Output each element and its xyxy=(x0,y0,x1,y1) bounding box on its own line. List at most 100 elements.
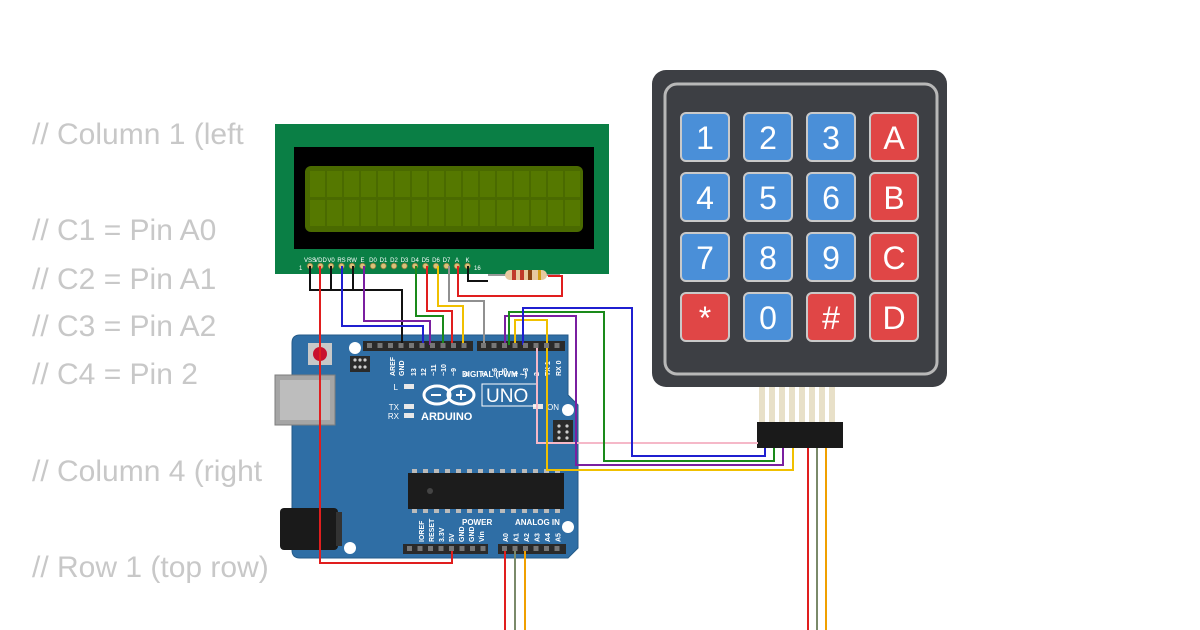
resistor[interactable] xyxy=(488,270,560,280)
power-pin-label: 3.3V xyxy=(439,527,446,542)
lcd-pin-label: D5 xyxy=(422,258,430,264)
digital-pin-label: TX 1 xyxy=(545,361,552,376)
power-pin-label: IOREF xyxy=(419,520,426,542)
keypad-key-A[interactable]: A xyxy=(869,112,919,162)
lcd-pin-label: A xyxy=(455,258,459,264)
digital-pin-label: 13 xyxy=(411,368,418,376)
power-pin-label: Vin xyxy=(479,531,486,542)
wire-d4-5 xyxy=(415,266,444,345)
lcd-char-cell xyxy=(310,171,325,197)
keypad-key-1[interactable]: 1 xyxy=(680,112,730,162)
keypad-key-0[interactable]: 0 xyxy=(743,292,793,342)
wire-gnd-lcd xyxy=(309,266,403,345)
lcd-pin[interactable] xyxy=(380,262,387,270)
led-l-label: L xyxy=(394,383,399,392)
code-comment-line: // C1 = Pin A0 xyxy=(32,214,217,247)
lcd-char-cell xyxy=(548,200,563,226)
digital-pin-label: 12 xyxy=(421,368,428,376)
mount-hole xyxy=(562,521,574,533)
digital-pin-label: ~5 xyxy=(502,368,509,376)
keypad-key-B[interactable]: B xyxy=(869,172,919,222)
lcd-char-cell xyxy=(378,171,393,197)
lcd-pin[interactable] xyxy=(390,262,398,270)
keypad-key-*[interactable]: * xyxy=(680,292,730,342)
led-tx-label: TX xyxy=(389,403,400,412)
lcd-pin-label: RW xyxy=(347,258,357,264)
keypad-key-9[interactable]: 9 xyxy=(806,232,856,282)
lcd-char-cell xyxy=(412,200,427,226)
keypad-key-6[interactable]: 6 xyxy=(806,172,856,222)
lcd-pin-label: D2 xyxy=(390,258,398,264)
svg-text:1: 1 xyxy=(696,120,714,156)
atmega-chip xyxy=(408,469,564,513)
keypad-key-#[interactable]: # xyxy=(806,292,856,342)
lcd-char-cell xyxy=(480,171,495,197)
lcd-char-cell xyxy=(497,200,512,226)
digital-pin-label: ~3 xyxy=(523,368,530,376)
digital-pin-label: GND xyxy=(399,360,406,376)
svg-text:4: 4 xyxy=(696,180,714,216)
digital-pin-label: 7 xyxy=(482,372,489,376)
arduino-board[interactable]: L TX RX ON ARDUINO UNO DIGITAL (PWM ~) P… xyxy=(274,334,579,559)
analog-pin-label: A0 xyxy=(503,533,510,542)
lcd-pin-label: D3 xyxy=(401,258,409,264)
lcd-pin[interactable] xyxy=(401,262,408,270)
arduino-model-label: UNO xyxy=(486,386,528,407)
lcd-char-cell xyxy=(429,171,444,197)
lcd-char-cell xyxy=(480,200,495,226)
wire-keypad-yellow xyxy=(514,319,794,471)
lcd-pin-label: D4 xyxy=(411,258,419,264)
lcd-char-cell xyxy=(344,171,359,197)
keypad-key-4[interactable]: 4 xyxy=(680,172,730,222)
keypad-key-8[interactable]: 8 xyxy=(743,232,793,282)
keypad-key-7[interactable]: 7 xyxy=(680,232,730,282)
analog-pin-label: A5 xyxy=(556,533,563,542)
lcd-pin-label: E xyxy=(360,258,364,264)
ribbon-pin xyxy=(829,387,835,423)
svg-text:5: 5 xyxy=(759,180,777,216)
lcd-char-cell xyxy=(446,171,461,197)
lcd-char-cell xyxy=(361,171,376,197)
wire-keypad-purple xyxy=(504,315,784,466)
mount-hole xyxy=(349,342,361,354)
svg-text:3: 3 xyxy=(822,120,840,156)
ribbon-pin xyxy=(779,387,785,423)
wire-v0-lcd xyxy=(330,266,400,291)
keypad-key-D[interactable]: D xyxy=(869,292,919,342)
wire-backlight xyxy=(457,266,563,297)
lcd-pin[interactable] xyxy=(369,262,377,270)
ribbon-pin xyxy=(759,387,765,423)
lcd-char-cell xyxy=(310,200,325,226)
wire-e-11 xyxy=(363,266,431,345)
digital-pin-label: ~11 xyxy=(431,364,438,376)
mount-hole xyxy=(562,404,574,416)
keypad-key-C[interactable]: C xyxy=(869,232,919,282)
code-comment-line: // C4 = Pin 2 xyxy=(32,358,198,391)
code-comment-line: // Row 1 (top row) xyxy=(32,551,269,584)
digital-pin-label: 8 xyxy=(464,372,471,376)
wire-d5-4 xyxy=(426,266,453,345)
code-comment-line: // C3 = Pin A2 xyxy=(32,310,217,343)
led-rx-label: RX xyxy=(388,412,400,421)
keypad-frame xyxy=(663,82,939,376)
lcd-pin-label: K xyxy=(465,258,469,264)
wire-vdd-lcd xyxy=(319,266,453,564)
lcd-char-cell xyxy=(514,171,529,197)
code-comment-line: // Column 1 (left xyxy=(32,118,244,151)
power-pin-label: GND xyxy=(459,526,466,542)
keypad-key-5[interactable]: 5 xyxy=(743,172,793,222)
digital-pin-label: ~10 xyxy=(441,364,448,376)
lcd-char-cell xyxy=(412,171,427,197)
analog-pin-label: A3 xyxy=(535,533,542,542)
lcd-pin-label: D6 xyxy=(432,258,440,264)
keypad-key-2[interactable]: 2 xyxy=(743,112,793,162)
wire-k-gnd xyxy=(467,266,488,282)
lcd-pin-label: VSS xyxy=(304,258,316,264)
keypad-ribbon xyxy=(759,387,835,423)
keypad-key-3[interactable]: 3 xyxy=(806,112,856,162)
power-pin-label: 5V xyxy=(449,533,456,542)
